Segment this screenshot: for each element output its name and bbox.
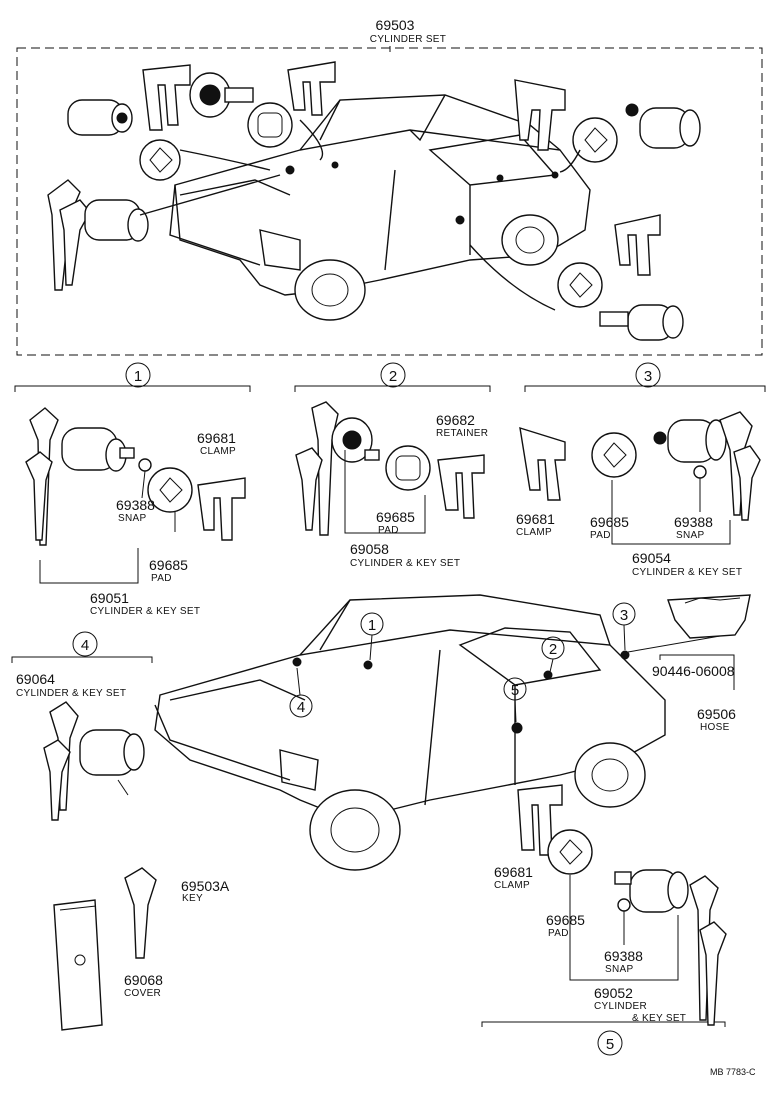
label-69681-3-name: CLAMP [494, 880, 530, 891]
label-69052-num: 69052 [594, 985, 633, 1001]
svg-text:5: 5 [511, 682, 519, 699]
group-2-parts [295, 401, 485, 536]
label-69064-name: CYLINDER & KEY SET [16, 688, 126, 699]
label-69051-num: 69051 [90, 590, 129, 606]
group-5-parts [517, 784, 727, 1026]
label-69685-num: 69685 [149, 557, 188, 573]
label-69503A-num: 69503A [181, 878, 230, 894]
svg-text:2: 2 [389, 368, 397, 385]
label-69064-num: 69064 [16, 671, 55, 687]
label-69685-3-name: PAD [590, 530, 611, 541]
label-69682-num: 69682 [436, 412, 475, 428]
label-69685-4-num: 69685 [546, 912, 585, 928]
car-marker-4: 4 [289, 667, 313, 718]
svg-text:1: 1 [134, 368, 142, 385]
svg-text:3: 3 [644, 368, 652, 385]
group-marker-2: 2 [380, 362, 406, 388]
car-marker-2: 2 [541, 636, 565, 673]
label-69058-name: CYLINDER & KEY SET [350, 558, 460, 569]
label-69388-3-name: SNAP [605, 964, 633, 975]
figure-code: MB 7783-C [710, 1067, 756, 1077]
group-marker-5: 5 [597, 1030, 623, 1056]
group-4-parts [43, 701, 145, 821]
car-marker-3: 3 [612, 602, 636, 651]
label-69388-2-name: SNAP [676, 530, 704, 541]
bottom-car-illustration [154, 594, 666, 871]
label-69682-name: RETAINER [436, 428, 488, 439]
car-marker-1: 1 [360, 612, 384, 661]
label-69681-num: 69681 [197, 430, 236, 446]
title-part-number: 69503 [376, 17, 415, 33]
label-69054-name: CYLINDER & KEY SET [632, 567, 742, 578]
label-69685-2-name: PAD [378, 525, 399, 536]
label-69503A-name: KEY [182, 893, 203, 904]
label-69388-2-num: 69388 [674, 514, 713, 530]
label-69681-3-num: 69681 [494, 864, 533, 880]
label-69681-2-num: 69681 [516, 511, 555, 527]
group-marker-1: 1 [125, 362, 151, 388]
svg-text:4: 4 [297, 699, 305, 716]
label-69685-4-name: PAD [548, 928, 569, 939]
label-69068-name: COVER [124, 988, 161, 999]
car-marker-5: 5 [503, 677, 527, 723]
svg-text:2: 2 [549, 641, 557, 658]
svg-text:4: 4 [81, 637, 89, 654]
title-part-name: CYLINDER SET [370, 34, 446, 45]
label-69068-num: 69068 [124, 972, 163, 988]
label-69388-3-num: 69388 [604, 948, 643, 964]
key-and-cover-parts [53, 867, 157, 1031]
label-69052-name-2: & KEY SET [632, 1013, 686, 1024]
hose-parts [627, 594, 751, 690]
label-69052-name: CYLINDER [594, 1001, 647, 1012]
label-69506-num: 69506 [697, 706, 736, 722]
group-1-parts [25, 407, 246, 584]
group-marker-4: 4 [72, 631, 98, 657]
label-69051-name: CYLINDER & KEY SET [90, 606, 200, 617]
group-marker-3: 3 [635, 362, 661, 388]
label-69681-2-name: CLAMP [516, 527, 552, 538]
label-69054-num: 69054 [632, 550, 671, 566]
label-69506-name: HOSE [700, 722, 730, 733]
label-69685-name: PAD [151, 573, 172, 584]
label-69685-3-num: 69685 [590, 514, 629, 530]
svg-text:5: 5 [606, 1036, 614, 1053]
label-69388-num: 69388 [116, 497, 155, 513]
group-3-parts [519, 411, 761, 545]
group-brackets [11, 385, 766, 1027]
top-frame-parts [47, 61, 701, 341]
svg-text:1: 1 [368, 617, 376, 634]
top-car-illustration [169, 94, 591, 321]
label-69681-name: CLAMP [200, 446, 236, 457]
svg-text:3: 3 [620, 607, 628, 624]
label-90446-num: 90446-06008 [652, 663, 735, 679]
label-69058-num: 69058 [350, 541, 389, 557]
label-69388-name: SNAP [118, 513, 146, 524]
label-69685-2-num: 69685 [376, 509, 415, 525]
